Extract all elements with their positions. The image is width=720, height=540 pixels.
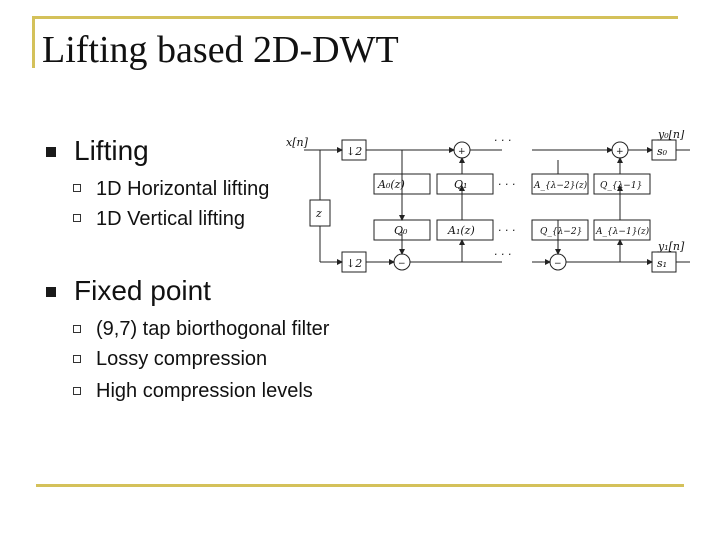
bullet-horizontal-lifting: 1D Horizontal lifting — [96, 178, 270, 200]
scale-bottom-label: s₁ — [657, 257, 667, 270]
sum-bottom-sign: − — [398, 259, 406, 269]
slide-title: Lifting based 2D-DWT — [42, 29, 399, 71]
sum-top-sign: + — [458, 147, 466, 157]
section-heading-lifting: Lifting — [74, 135, 149, 166]
hollow-bullet-icon — [73, 387, 81, 395]
bullet-lossy-compression: Lossy compression — [96, 348, 268, 370]
section-heading-fixed-point: Fixed point — [74, 275, 211, 306]
frame-left-line — [32, 16, 35, 68]
frame-top-line — [32, 16, 678, 19]
output-top-label: y₀[n] — [657, 130, 685, 141]
output-bottom-label: y₁[n] — [657, 240, 685, 253]
bottom-block-label: Q₀ — [394, 224, 408, 237]
lifting-scheme-diagram: x[n] ↓2 ↓2 z A₀(z) Q₁ A_{λ−2}(z) Q_{λ−1}… — [286, 130, 690, 273]
scale-top-label: s₀ — [657, 145, 668, 158]
bullet-high-compression: High compression levels — [96, 380, 313, 402]
sum-bottom-sign: − — [554, 259, 562, 269]
frame-bottom-line — [36, 484, 684, 487]
top-block-label: Q_{λ−1} — [600, 181, 642, 191]
downsample-bottom-label: ↓2 — [346, 257, 362, 270]
dots-top: · · · — [494, 134, 511, 147]
bottom-block-label: Q_{λ−2} — [540, 227, 582, 237]
dots-mid-top: · · · — [498, 178, 515, 191]
bottom-block-label: A₁(z) — [447, 224, 475, 237]
hollow-bullet-icon — [73, 184, 81, 192]
dots-bottom: · · · — [494, 248, 511, 261]
bullet-biorthogonal-filter: (9,7) tap biorthogonal filter — [96, 318, 330, 340]
bullet-vertical-lifting: 1D Vertical lifting — [96, 208, 245, 230]
hollow-bullet-icon — [73, 325, 81, 333]
sum-top-sign: + — [616, 147, 624, 157]
delay-label: z — [315, 207, 322, 220]
input-signal-label: x[n] — [286, 136, 309, 149]
top-block-label: A₀(z) — [377, 178, 405, 191]
top-block-label: A_{λ−2}(z) — [533, 180, 588, 191]
hollow-bullet-icon — [73, 355, 81, 363]
hollow-bullet-icon — [73, 214, 81, 222]
bullet-square-icon — [46, 287, 56, 297]
downsample-top-label: ↓2 — [346, 145, 362, 158]
bullet-square-icon — [46, 147, 56, 157]
dots-mid-bottom: · · · — [498, 224, 515, 237]
top-block-label: Q₁ — [454, 178, 467, 191]
bottom-block-label: A_{λ−1}(z) — [595, 226, 650, 237]
